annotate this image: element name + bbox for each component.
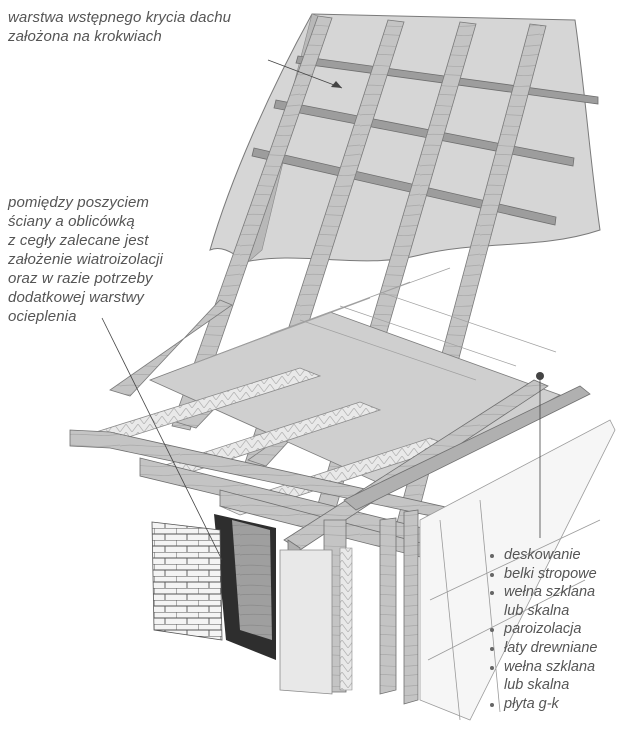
bullet-icon bbox=[490, 665, 494, 670]
legend-item-label: belki stropowe bbox=[504, 565, 597, 582]
legend-item: lub skalna bbox=[490, 602, 598, 621]
wall-caption-line: ściany a oblicówką bbox=[8, 213, 135, 230]
wall-wind-barrier-caption: pomiędzy poszyciem ściany a oblicówką z ce… bbox=[8, 193, 163, 326]
roof-caption-line: założona na krokwiach bbox=[8, 28, 162, 45]
bullet-icon bbox=[490, 591, 494, 596]
wall-caption-line: pomiędzy poszyciem bbox=[8, 194, 150, 211]
wall-caption-line: dodatkowej warstwy bbox=[8, 289, 145, 306]
bullet-icon bbox=[490, 646, 494, 651]
legend-item: belki stropowe bbox=[490, 565, 598, 584]
legend-item: wełna szklana bbox=[490, 658, 598, 677]
legend-item-label: deskowanie bbox=[504, 547, 581, 563]
legend-item-label: wełna szklana bbox=[504, 584, 596, 601]
wall-caption-line: z cegły zalecane jest bbox=[8, 232, 149, 249]
wind-barrier bbox=[214, 514, 276, 660]
pointer-arrowhead bbox=[331, 81, 342, 88]
bullet-icon bbox=[490, 554, 494, 558]
legend-item: wełna szklana bbox=[490, 583, 598, 602]
pointer-dot bbox=[536, 372, 544, 380]
bullet-icon bbox=[490, 628, 494, 633]
wall-caption-line: oraz w razie potrzeby bbox=[8, 270, 153, 287]
brick-cladding bbox=[151, 521, 223, 641]
roof-caption-line: warstwa wstępnego krycia dachu bbox=[8, 9, 232, 26]
legend-item: deskowanie bbox=[490, 546, 598, 565]
leader-lines bbox=[101, 59, 541, 561]
legend-item-label: lub skalna bbox=[504, 602, 570, 619]
legend-item-label: paroizolacja bbox=[504, 621, 582, 638]
wall-insulation bbox=[279, 547, 353, 695]
legend-item: paroizolacja bbox=[490, 620, 598, 639]
interior-boards bbox=[419, 419, 616, 721]
legend-item-label: wełna szklana bbox=[504, 658, 596, 675]
bullet-icon bbox=[490, 702, 494, 707]
legend-item-label: łaty drewniane bbox=[504, 639, 598, 656]
wall-caption-line: ocieplenia bbox=[8, 308, 77, 325]
bullet-icon bbox=[490, 572, 494, 577]
legend-item-label: płyta g-k bbox=[504, 695, 559, 712]
legend-item: płyta g-k bbox=[490, 695, 598, 714]
legend-item: lub skalna bbox=[490, 676, 598, 695]
legend-item-label: lub skalna bbox=[504, 677, 570, 694]
legend-item: łaty drewniane bbox=[490, 639, 598, 658]
roof-underlay-caption: warstwa wstępnego krycia dachu założona n… bbox=[8, 8, 231, 46]
wall-caption-line: założenie wiatroizolacji bbox=[8, 251, 163, 268]
